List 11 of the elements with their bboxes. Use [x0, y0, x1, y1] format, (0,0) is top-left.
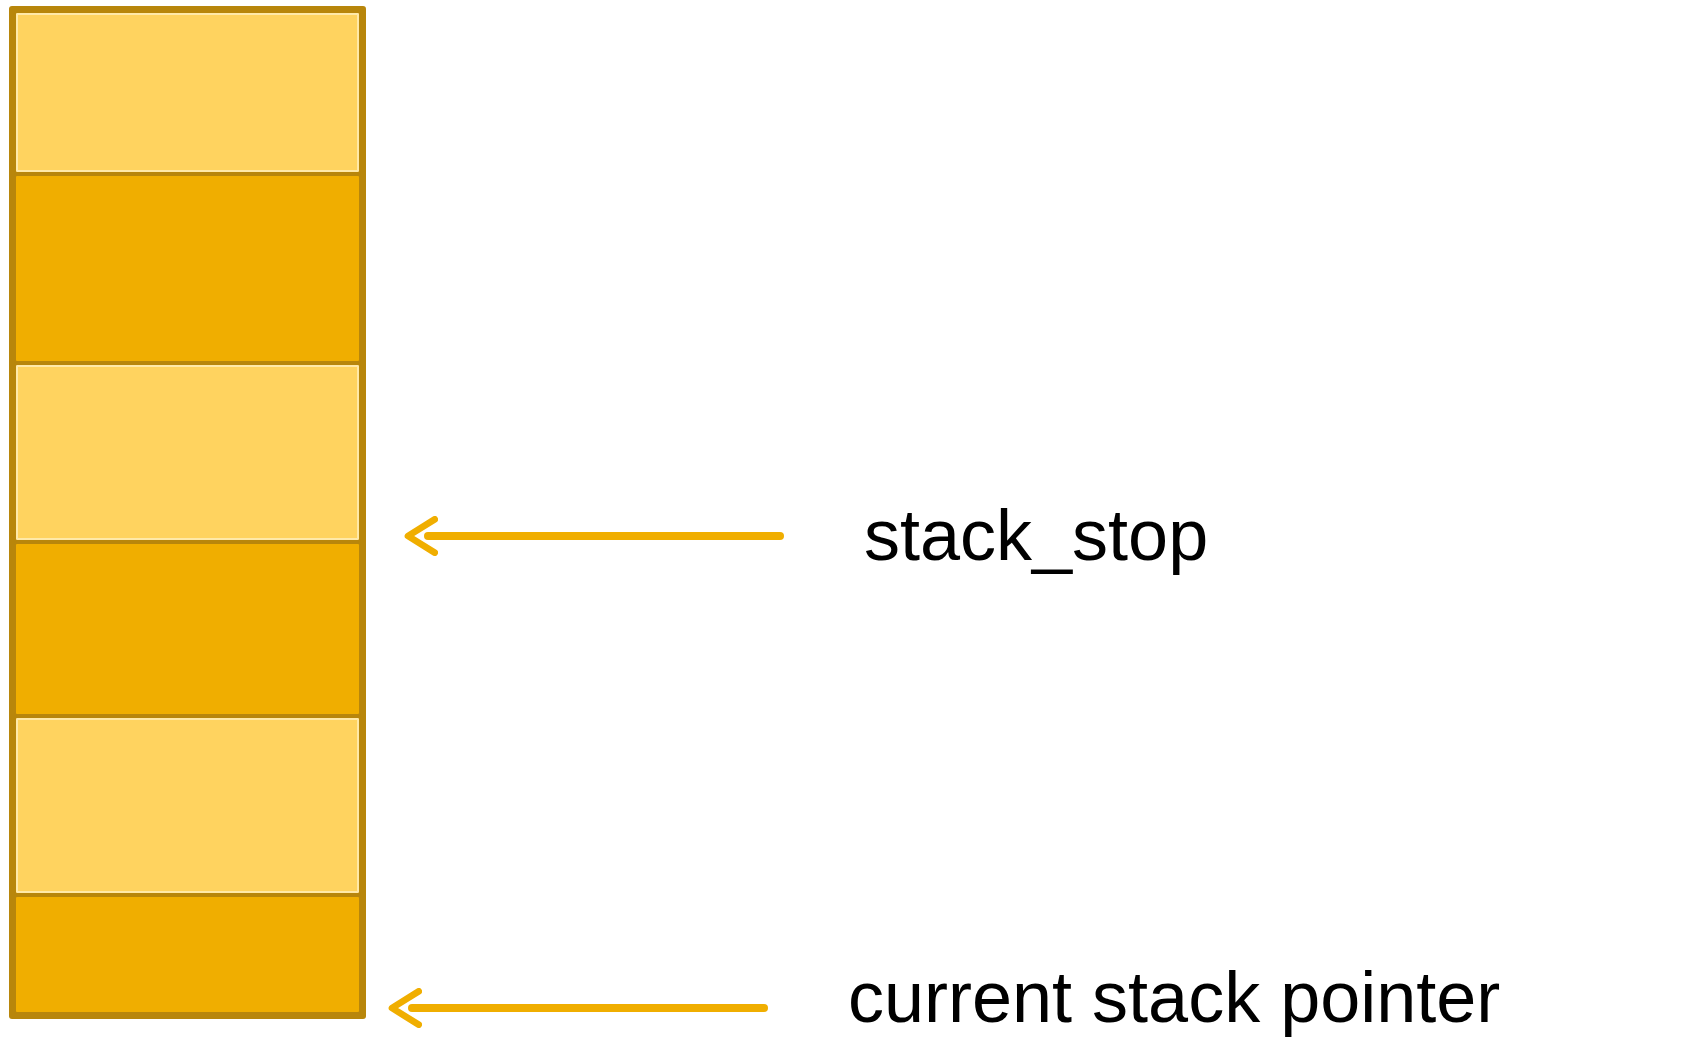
stack-slot: [14, 11, 361, 174]
stack-slot: [14, 363, 361, 542]
arrow: [388, 988, 768, 1028]
pointer-label: current stack pointer: [848, 960, 1501, 1036]
stack-slot: [14, 716, 361, 895]
arrow: [404, 516, 784, 556]
stack-slot: [14, 542, 361, 716]
pointer-label: stack_stop: [864, 498, 1209, 574]
stack-column: [9, 6, 366, 1019]
stack-slot: [14, 895, 361, 1014]
stack-slot: [14, 174, 361, 363]
